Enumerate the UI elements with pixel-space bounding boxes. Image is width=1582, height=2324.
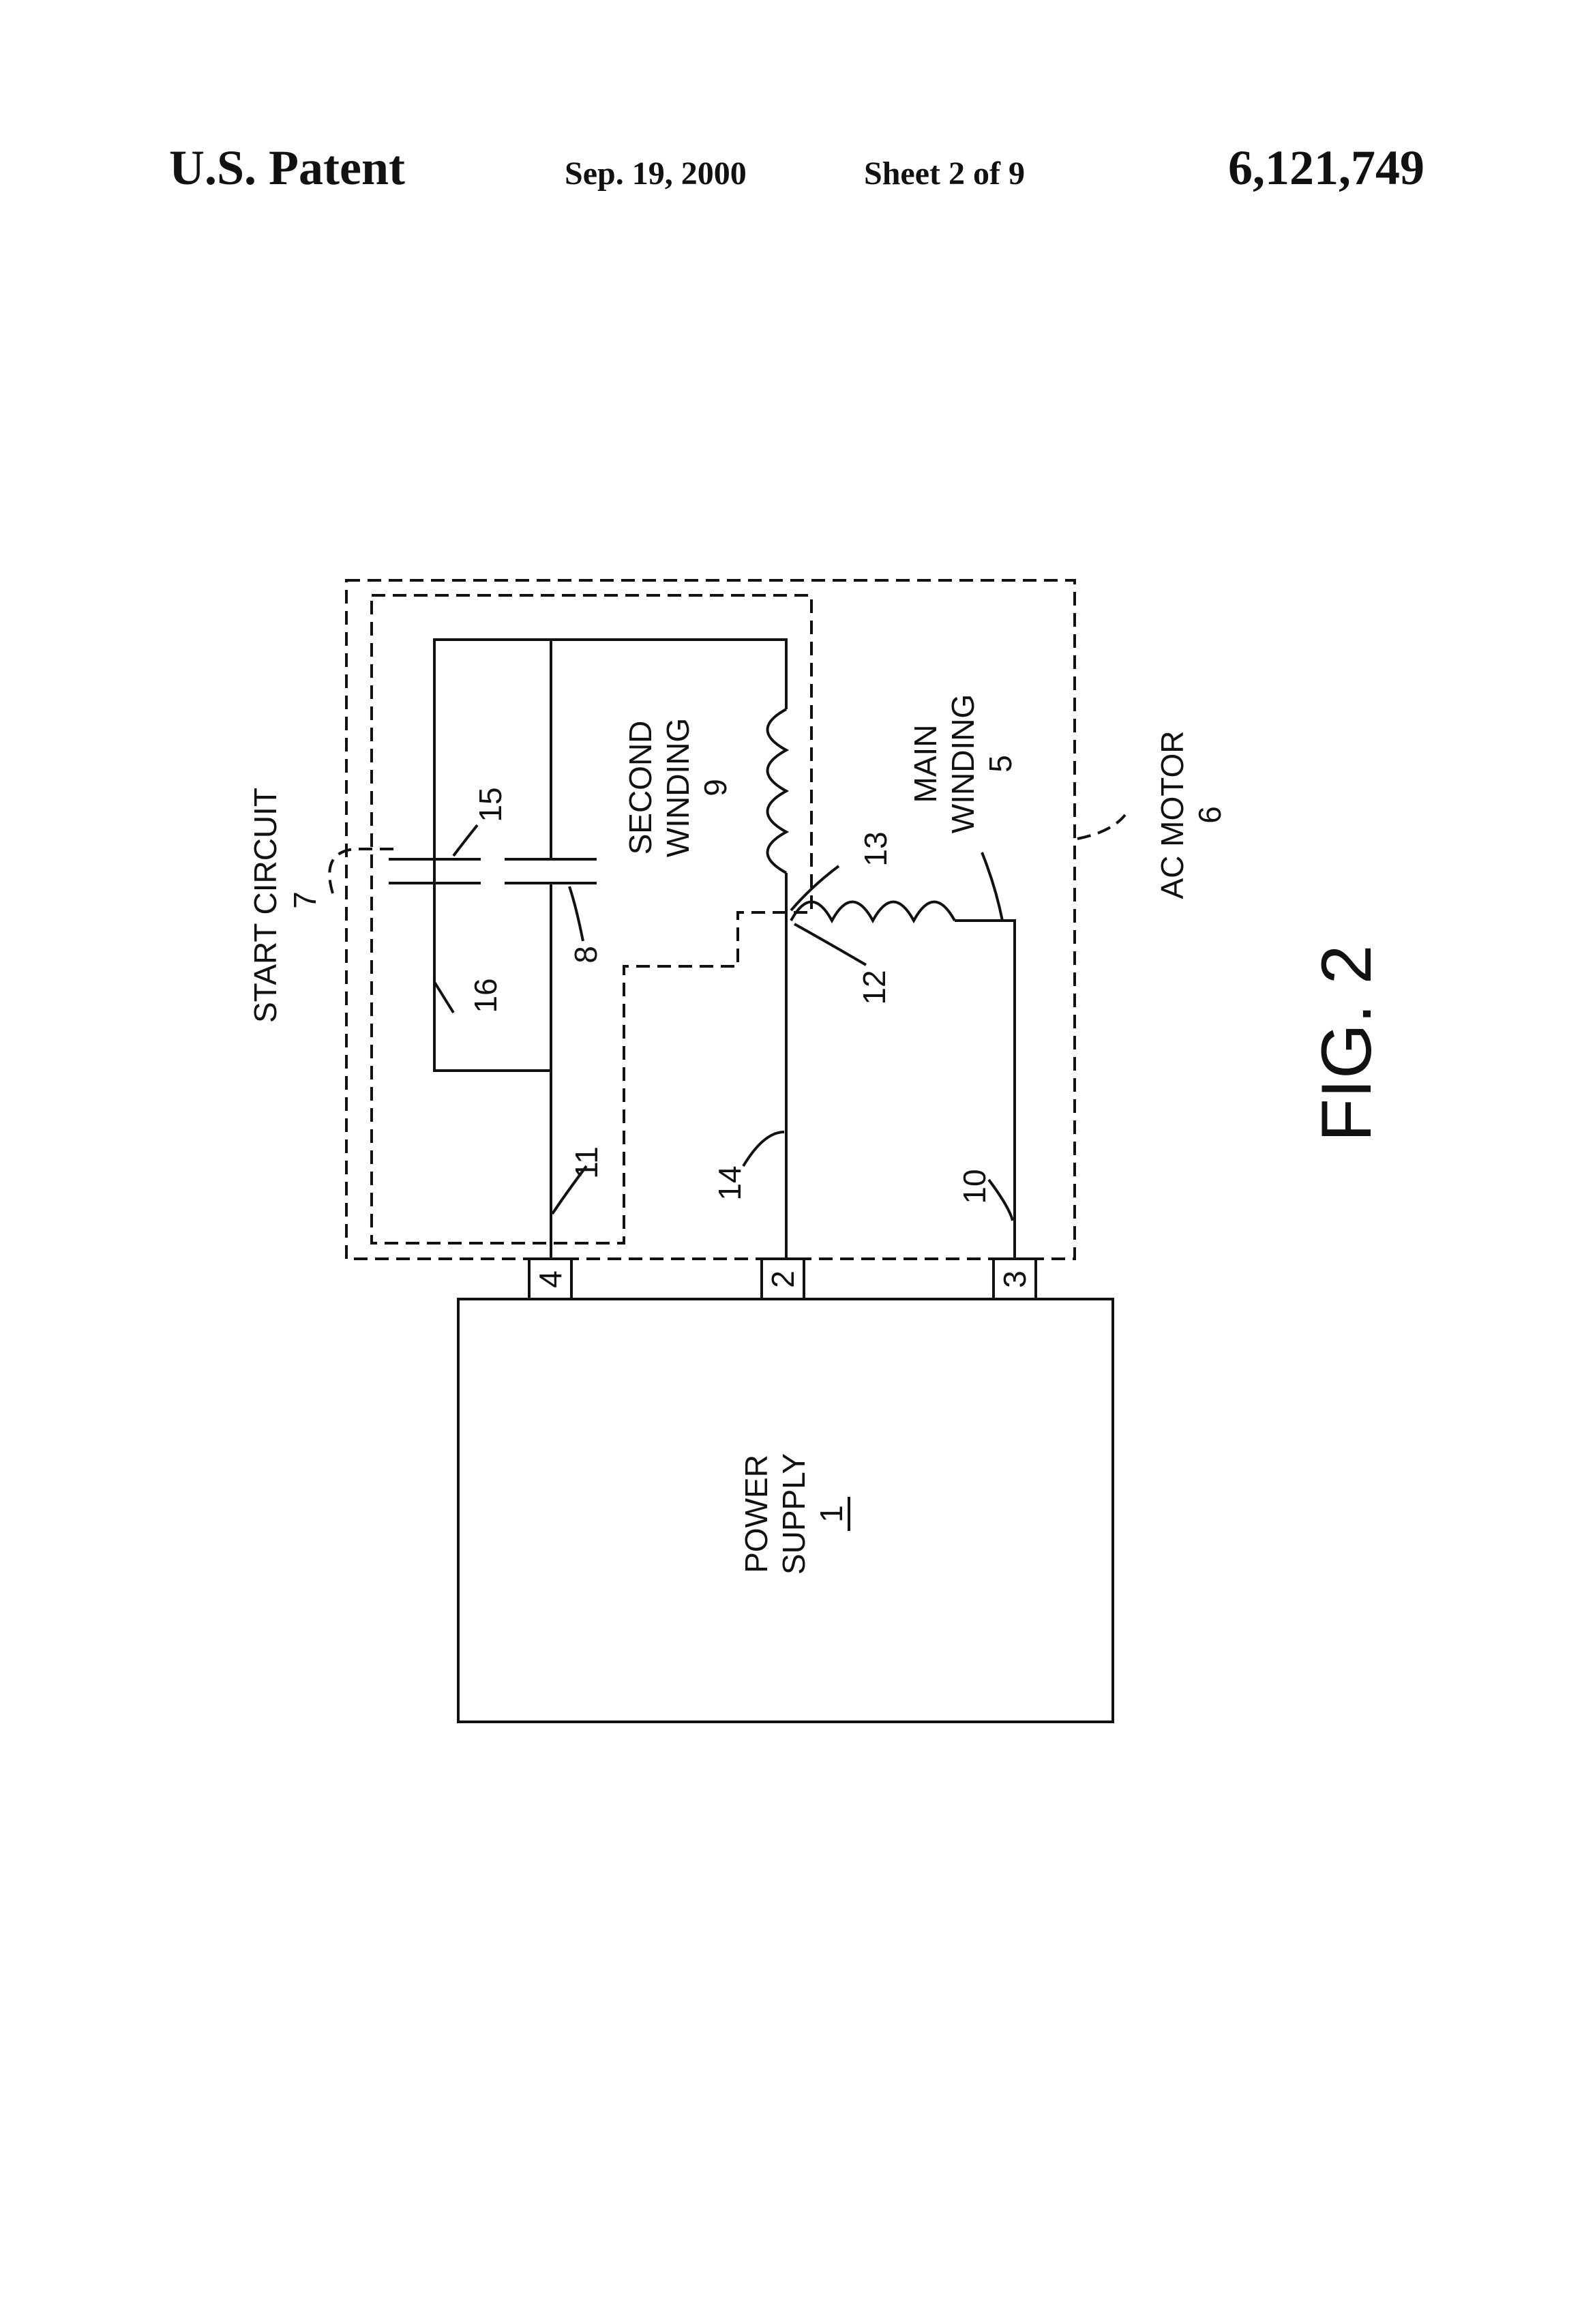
leader-main-winding [981, 852, 1004, 921]
main-winding-line2: WINDING [945, 694, 981, 833]
leader-6 [1077, 814, 1126, 840]
patent-label: U.S. Patent [169, 140, 405, 195]
start-circuit-ref: 7 [287, 891, 323, 909]
terminal-2-label: 2 [765, 1270, 801, 1288]
terminal-2 [760, 1257, 805, 1300]
ac-motor-label: AC MOTOR [1154, 730, 1190, 899]
switch-16 [433, 981, 455, 1014]
ref-12: 12 [856, 970, 892, 1004]
ref-11: 11 [569, 1146, 604, 1179]
ref-15: 15 [473, 787, 508, 822]
sheet-number: Sheet 2 of 9 [864, 155, 1025, 192]
leader-13 [790, 865, 840, 912]
start-circuit-boundary [370, 594, 813, 1245]
figure-label: FIG. 2 [1307, 945, 1386, 1142]
power-supply-ref: 1 [814, 1505, 849, 1523]
ref-8: 8 [568, 946, 603, 964]
leader-14 [742, 1131, 785, 1167]
leader-15 [452, 824, 479, 857]
wire-main-return [955, 919, 1016, 1259]
terminal-4-label: 4 [533, 1270, 568, 1288]
ref-13: 13 [858, 831, 893, 866]
leader-12 [794, 923, 867, 966]
leader-10 [987, 1178, 1014, 1221]
main-winding-coil [790, 900, 956, 924]
leader-7 [328, 848, 395, 894]
leader-8 [568, 886, 584, 942]
page-header: U.S. Patent Sep. 19, 2000 Sheet 2 of 9 6… [0, 140, 1582, 201]
second-winding-coil [766, 708, 790, 874]
second-winding-line2: WINDING [660, 718, 696, 857]
ac-motor-ref: 6 [1192, 806, 1227, 824]
second-winding-line1: SECOND [623, 721, 658, 855]
leader-11 [551, 1165, 588, 1215]
ref-16: 16 [468, 978, 503, 1013]
ac-motor-boundary [345, 579, 1076, 1260]
power-supply-line2: SUPPLY [776, 1453, 811, 1575]
power-supply-line1: POWER [738, 1455, 774, 1573]
main-winding-ref: 5 [983, 755, 1018, 773]
patent-number: 6,121,749 [1228, 140, 1424, 195]
patent-date: Sep. 19, 2000 [565, 155, 747, 192]
terminal-3-label: 3 [997, 1270, 1032, 1288]
start-circuit-label: START CIRCUIT [248, 788, 283, 1023]
second-winding-ref: 9 [698, 779, 733, 796]
ref-10: 10 [957, 1169, 992, 1204]
main-winding-line1: MAIN [908, 725, 943, 803]
ref-14: 14 [712, 1165, 747, 1200]
